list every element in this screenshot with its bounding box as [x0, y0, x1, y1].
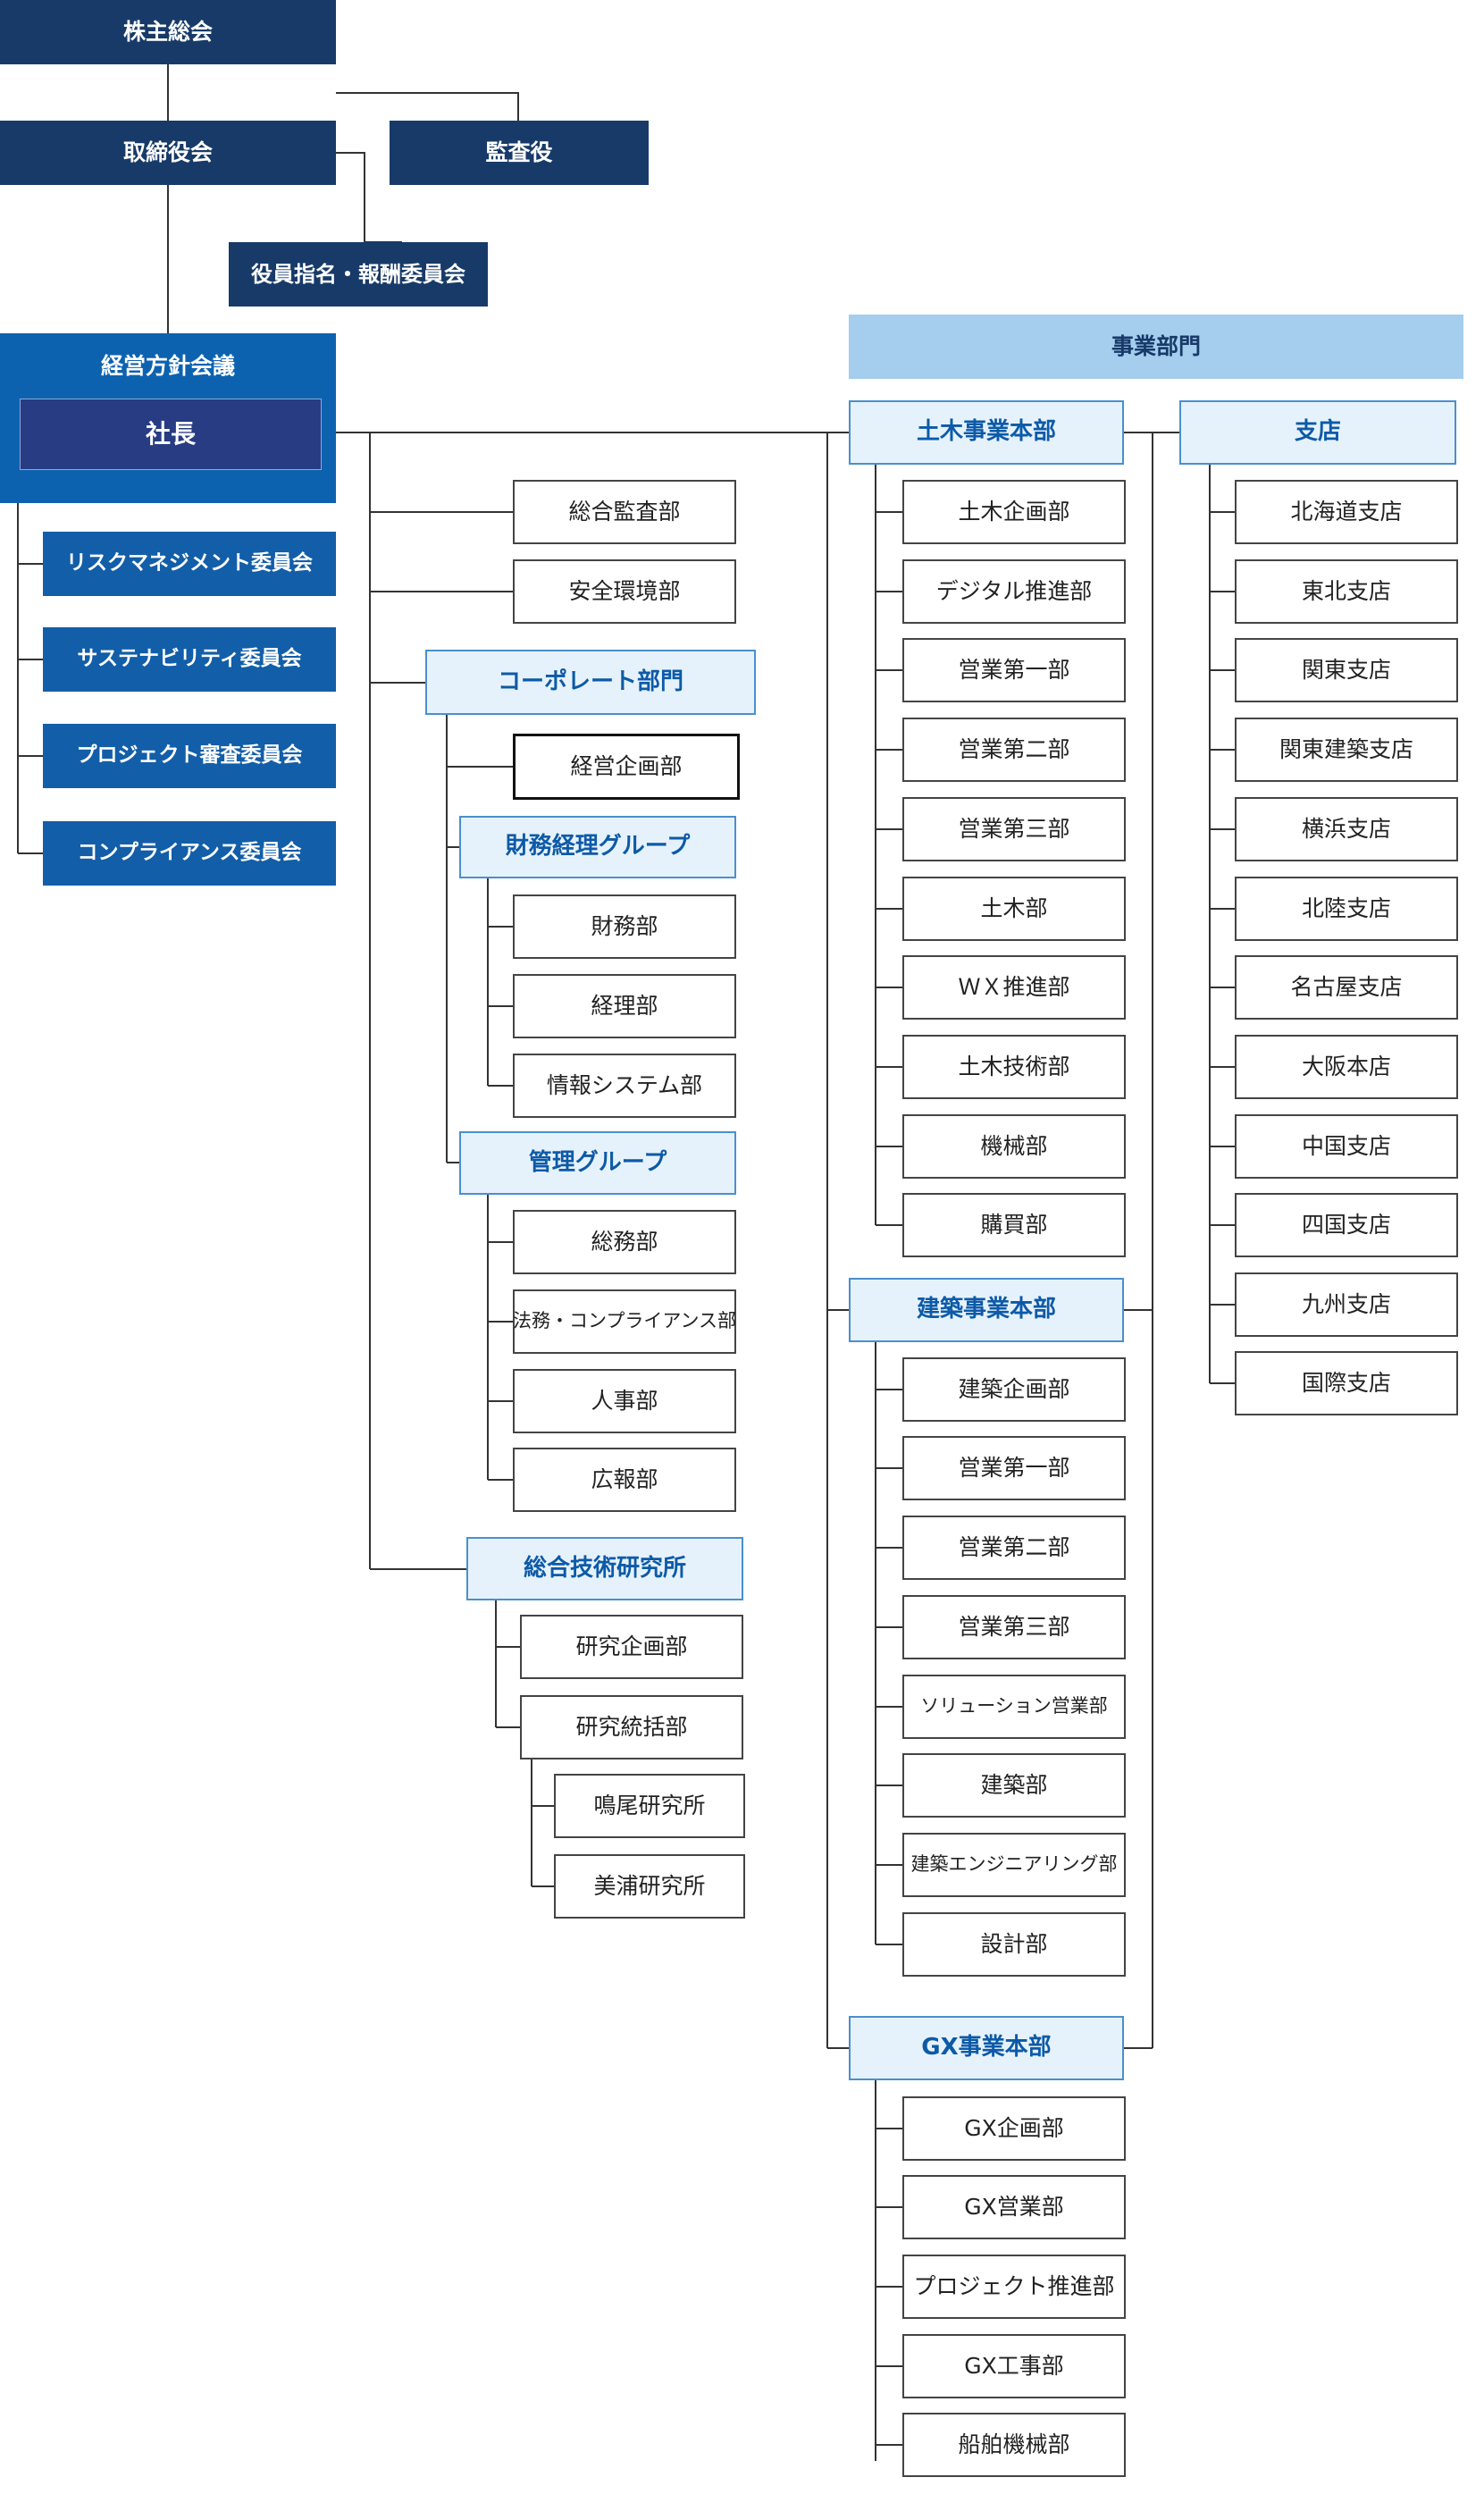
corporate-division-box: コーポレート部門 — [425, 650, 756, 715]
administration-group-box: 管理グループ — [459, 1131, 736, 1195]
gx-unit-box: GX営業部 — [902, 2175, 1126, 2239]
accounting-dept-box: 経理部 — [513, 974, 736, 1038]
gx-division-box: GX事業本部 — [849, 2016, 1124, 2080]
miho-lab-box: 美浦研究所 — [554, 1854, 745, 1919]
technical-research-institute-box: 総合技術研究所 — [466, 1537, 743, 1600]
research-planning-dept-box: 研究企画部 — [520, 1615, 743, 1679]
civil-unit-box: 営業第二部 — [902, 718, 1126, 782]
management-council-label: 経営方針会議 — [100, 353, 235, 379]
branch-box: 国際支店 — [1235, 1351, 1458, 1415]
civil-unit-box: 購買部 — [902, 1193, 1126, 1257]
civil-unit-box: 営業第三部 — [902, 797, 1126, 861]
building-unit-box: ソリューション営業部 — [902, 1675, 1126, 1739]
research-management-dept-box: 研究統括部 — [520, 1695, 743, 1759]
branch-box: 横浜支店 — [1235, 797, 1458, 861]
branch-box: 中国支店 — [1235, 1114, 1458, 1179]
branch-box: 北陸支店 — [1235, 877, 1458, 941]
building-unit-box: 建築企画部 — [902, 1357, 1126, 1422]
shareholders-meeting-box: 株主総会 — [0, 0, 336, 64]
civil-engineering-division-box: 土木事業本部 — [849, 400, 1124, 465]
building-unit-box: 設計部 — [902, 1912, 1126, 1977]
branch-box: 北海道支店 — [1235, 480, 1458, 544]
naruo-lab-box: 鳴尾研究所 — [554, 1774, 745, 1838]
risk-management-committee-box: リスクマネジメント委員会 — [43, 532, 336, 596]
gx-unit-box: GX企画部 — [902, 2096, 1126, 2161]
board-of-directors-box: 取締役会 — [0, 121, 336, 185]
building-unit-box: 営業第三部 — [902, 1595, 1126, 1659]
civil-unit-box: 土木企画部 — [902, 480, 1126, 544]
gx-unit-box: GX工事部 — [902, 2334, 1126, 2398]
compliance-committee-box: コンプライアンス委員会 — [43, 821, 336, 886]
building-unit-box: 営業第一部 — [902, 1436, 1126, 1500]
building-unit-box: 建築エンジニアリング部 — [902, 1833, 1126, 1897]
finance-dept-box: 財務部 — [513, 894, 736, 959]
president-box: 社長 — [20, 399, 322, 470]
business-divisions-header: 事業部門 — [849, 315, 1463, 379]
branches-box: 支店 — [1179, 400, 1456, 465]
branch-box: 名古屋支店 — [1235, 955, 1458, 1020]
legal-compliance-dept-box: 法務・コンプライアンス部 — [513, 1289, 736, 1354]
public-relations-dept-box: 広報部 — [513, 1448, 736, 1512]
corporate-planning-dept-box: 経営企画部 — [513, 734, 740, 800]
branch-box: 四国支店 — [1235, 1193, 1458, 1257]
branch-box: 東北支店 — [1235, 559, 1458, 624]
civil-unit-box: ＷＸ推進部 — [902, 955, 1126, 1020]
branch-box: 大阪本店 — [1235, 1035, 1458, 1099]
general-affairs-dept-box: 総務部 — [513, 1210, 736, 1274]
information-systems-dept-box: 情報システム部 — [513, 1054, 736, 1118]
safety-environment-dept-box: 安全環境部 — [513, 559, 736, 624]
building-division-box: 建築事業本部 — [849, 1278, 1124, 1342]
civil-unit-box: 営業第一部 — [902, 638, 1126, 702]
civil-unit-box: 機械部 — [902, 1114, 1126, 1179]
finance-accounting-group-box: 財務経理グループ — [459, 816, 736, 878]
gx-unit-box: プロジェクト推進部 — [902, 2255, 1126, 2319]
gx-unit-box: 船舶機械部 — [902, 2413, 1126, 2477]
building-unit-box: 営業第二部 — [902, 1516, 1126, 1580]
branch-box: 関東建築支店 — [1235, 718, 1458, 782]
general-audit-dept-box: 総合監査部 — [513, 480, 736, 544]
civil-unit-box: 土木部 — [902, 877, 1126, 941]
auditor-box: 監査役 — [390, 121, 649, 185]
sustainability-committee-box: サステナビリティ委員会 — [43, 627, 336, 692]
building-unit-box: 建築部 — [902, 1753, 1126, 1818]
human-resources-dept-box: 人事部 — [513, 1369, 736, 1433]
branch-box: 関東支店 — [1235, 638, 1458, 702]
civil-unit-box: 土木技術部 — [902, 1035, 1126, 1099]
project-review-committee-box: プロジェクト審査委員会 — [43, 724, 336, 788]
nomination-committee-box: 役員指名・報酬委員会 — [229, 242, 488, 307]
civil-unit-box: デジタル推進部 — [902, 559, 1126, 624]
branch-box: 九州支店 — [1235, 1272, 1458, 1337]
